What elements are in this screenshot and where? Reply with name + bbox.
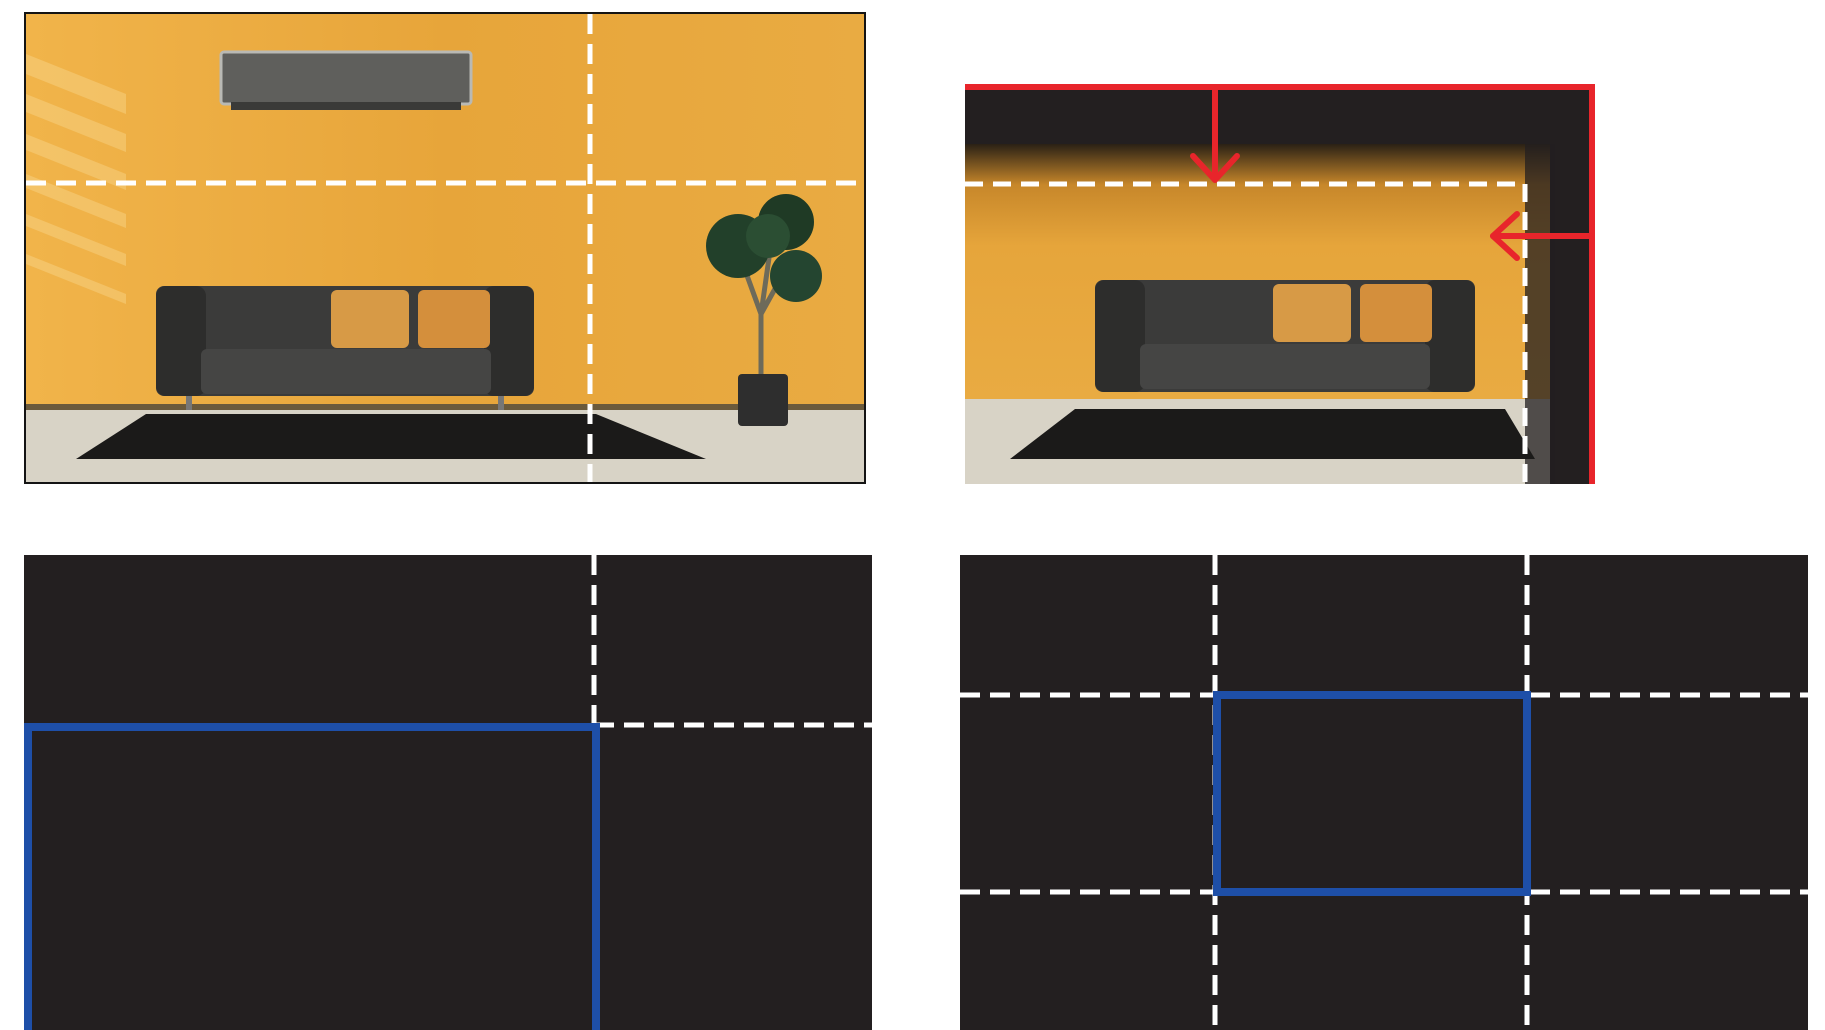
- room-crop-panel: [965, 84, 1595, 484]
- room-grid-illustration: [26, 14, 864, 482]
- screen-background: [960, 555, 1808, 1030]
- room-crop-illustration: [965, 84, 1595, 484]
- air-conditioner-icon: [221, 52, 471, 110]
- black-grid-illustration-a: [24, 555, 872, 1030]
- rug-icon: [76, 414, 706, 459]
- rug-icon: [1010, 409, 1535, 459]
- room-grid-panel: [24, 12, 866, 484]
- pot: [738, 374, 788, 426]
- black-grid-panel-b: [960, 555, 1808, 1030]
- black-grid-illustration-b: [960, 555, 1808, 1030]
- black-grid-panel-a: [24, 555, 872, 1030]
- right-shadow: [1525, 144, 1555, 484]
- screen-background: [24, 555, 872, 1030]
